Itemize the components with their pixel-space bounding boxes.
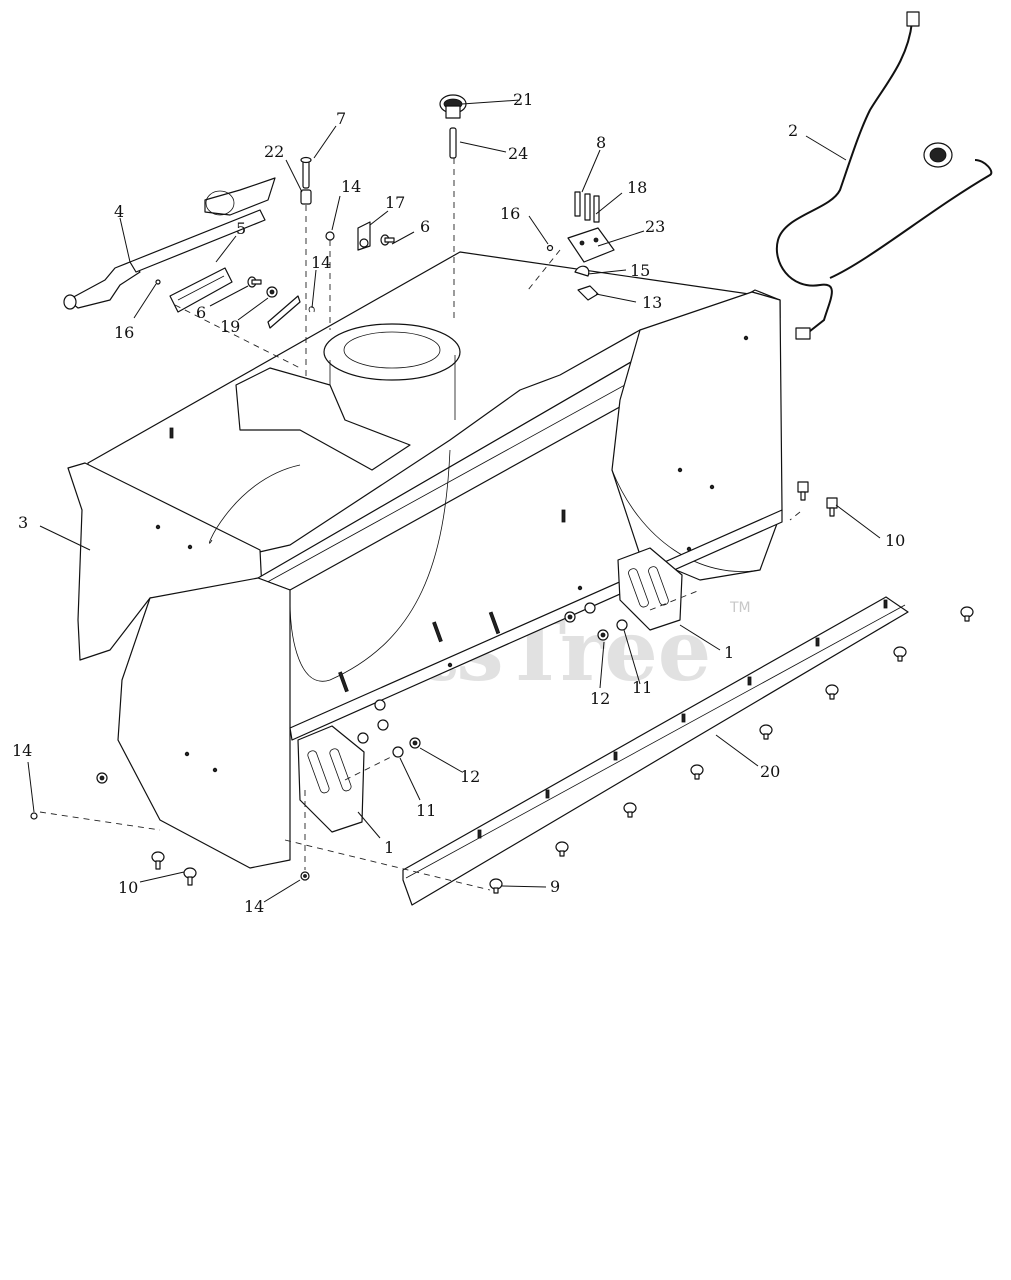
callout-9: 9 [550,877,560,896]
harness-connector-top [906,11,920,27]
callout-13: 13 [642,293,662,312]
shaft-24 [449,127,457,159]
callout-2: 2 [788,121,798,140]
fasteners-14 [30,231,335,881]
chute-crank-assembly [63,177,276,310]
knob-21 [439,94,467,119]
callout-4: 4 [114,202,124,221]
callout-14-left: 14 [12,741,32,760]
callout-11-left: 11 [416,801,436,820]
hinge-bolts-8-18 [574,191,600,223]
callout-14-top: 14 [341,177,361,196]
callout-22: 22 [264,142,284,161]
callout-23: 23 [645,217,665,236]
small-bolts [247,221,395,329]
skid-shoe-right [617,547,683,631]
wire-harness [775,11,993,340]
spacer-22 [300,189,312,205]
leader-lines [27,99,881,903]
housing-right-end-plate [611,291,783,581]
housing-left-end-plate [117,577,291,869]
callout-24: 24 [508,144,528,163]
scraper-bar [402,596,909,906]
bracket-rod [267,295,301,329]
callout-14-mid: 14 [311,253,331,272]
callout-1-right: 1 [724,643,734,662]
callout-11-right: 11 [632,678,652,697]
watermark-tm: TM [729,600,751,616]
callout-6-left: 6 [196,303,206,322]
carriage-bolts [489,606,974,894]
callout-20: 20 [760,762,780,781]
housing-holes [155,335,749,773]
housing-left-side-plate [67,462,263,661]
callout-15: 15 [630,261,650,280]
callout-3: 3 [18,513,28,532]
callout-12-left: 12 [460,767,480,786]
chute-ring [323,323,461,381]
callouts: 21 24 7 22 14 17 6 14 4 5 6 19 16 8 18 1… [12,90,905,916]
callout-10-right: 10 [885,531,905,550]
scraper-edge [405,604,906,879]
chute-ring-inner [343,331,441,369]
scroll-curve-right [611,469,761,572]
callout-16-right: 16 [500,204,520,223]
callout-8: 8 [596,133,606,152]
skid-hardware [96,602,628,784]
assembly-dashes [39,158,801,891]
hinge-plate-23 [567,227,615,263]
callout-16-left: 16 [114,323,134,342]
callout-10-left: 10 [118,878,138,897]
callout-19: 19 [220,317,240,336]
housing-side-bracket [235,367,411,471]
harness-connector-bottom [795,327,811,340]
screw-16 [155,244,554,285]
callout-5: 5 [236,219,246,238]
skid-shoe-left [297,725,365,833]
bracket-5 [169,267,233,313]
scroll-curve-left [209,464,301,544]
housing-assembly [67,251,783,869]
scroll-curve-center [289,449,451,682]
callout-1-left: 1 [384,838,394,857]
callout-18: 18 [627,178,647,197]
clip-15 [574,265,590,277]
callout-7: 7 [336,109,346,128]
pin-7 [300,156,312,189]
callout-14-bottom: 14 [244,897,264,916]
hex-bolts [151,481,838,886]
callout-21: 21 [513,90,533,109]
callout-17: 17 [385,193,405,212]
callout-12-right: 12 [590,689,610,708]
callout-6-right: 6 [420,217,430,236]
